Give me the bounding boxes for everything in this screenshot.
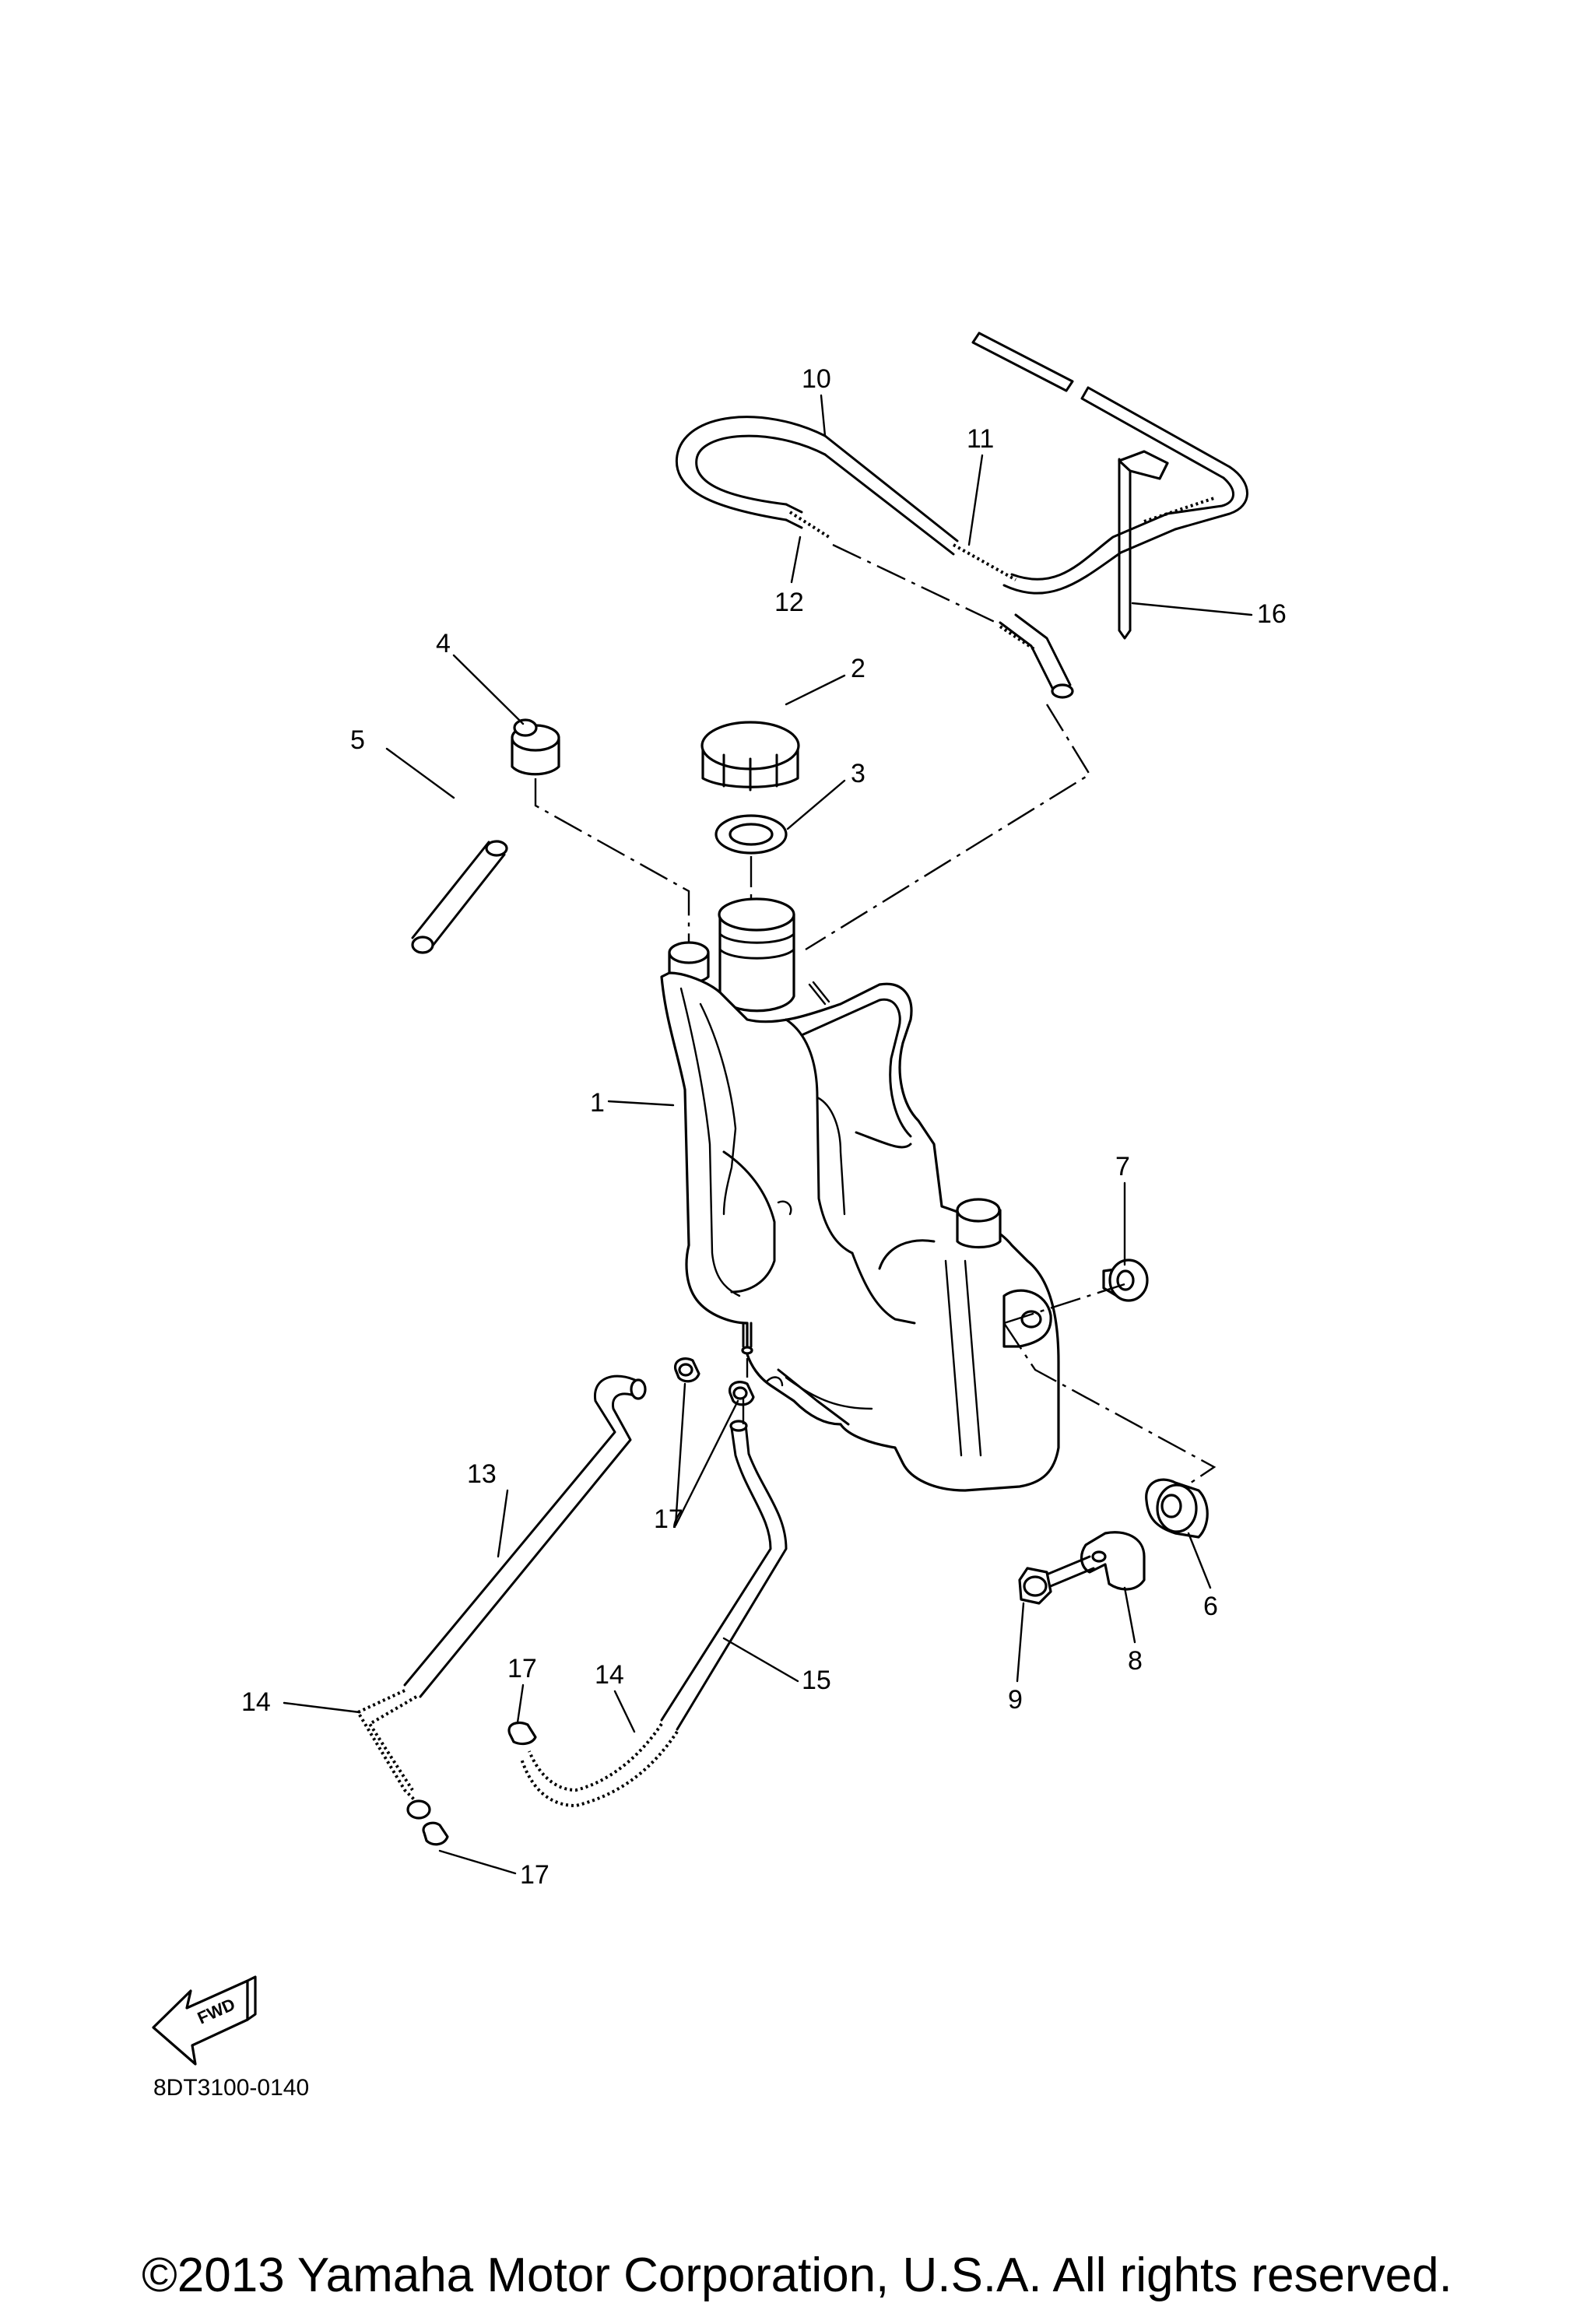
- callout-12: 12: [774, 588, 804, 617]
- breather-hose-assembly: [675, 332, 1248, 699]
- callout-3: 3: [851, 759, 865, 788]
- callout-16: 16: [1257, 599, 1287, 629]
- leader-lines: [283, 394, 1253, 1875]
- callout-4: 4: [436, 629, 451, 658]
- reservoir-cap: [700, 721, 800, 792]
- callout-14-left: 14: [241, 1687, 271, 1717]
- reservoir-tank: [660, 897, 1060, 1492]
- callout-9: 9: [1008, 1685, 1023, 1715]
- callout-11: 11: [967, 424, 994, 454]
- callout-2: 2: [851, 654, 865, 683]
- copyright-notice: ©2013 Yamaha Motor Corporation, U.S.A. A…: [142, 2249, 1452, 2302]
- callout-6: 6: [1203, 1592, 1218, 1621]
- fwd-arrow-icon: FWD: [152, 1975, 257, 2066]
- callout-1: 1: [590, 1088, 605, 1118]
- callout-17-coil: 17: [507, 1654, 537, 1683]
- callout-17-tank: 17: [654, 1504, 683, 1534]
- assembly-lines: [534, 704, 1217, 1483]
- callout-labels: 1 2 3 4 5 6 7 8 9 10 11 12 13 14 14 15 1…: [241, 364, 1287, 1890]
- callout-13: 13: [467, 1459, 497, 1489]
- callout-7: 7: [1115, 1152, 1130, 1181]
- callout-10: 10: [802, 364, 831, 394]
- fitting-and-pipe: [411, 718, 560, 954]
- callout-8: 8: [1128, 1646, 1143, 1676]
- callout-14-right: 14: [595, 1660, 624, 1690]
- mounting-hardware: [1018, 1259, 1209, 1605]
- callout-15: 15: [802, 1666, 831, 1695]
- diagram-code: 8DT3100-0140: [153, 2075, 309, 2101]
- callout-17-bottom: 17: [520, 1860, 549, 1890]
- gasket: [714, 814, 788, 855]
- callout-5: 5: [350, 725, 365, 755]
